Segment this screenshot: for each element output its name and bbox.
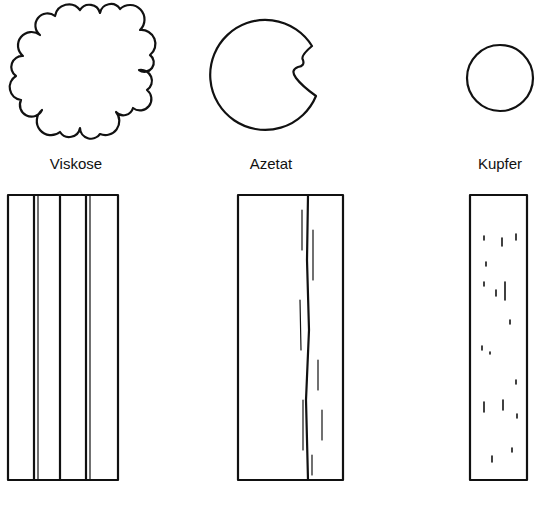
cupro-longitudinal-view <box>470 195 527 480</box>
acetate-longitudinal-view <box>238 195 343 480</box>
acetate-cross-section <box>210 20 316 130</box>
fiber-label: Viskose <box>50 155 102 172</box>
fiber-label: Kupfer <box>478 155 522 172</box>
viscose-cross-section <box>10 4 156 139</box>
cupro-cross-section <box>467 45 533 111</box>
viscose-longitudinal-view <box>8 195 118 480</box>
fiber-label: Azetat <box>250 155 293 172</box>
